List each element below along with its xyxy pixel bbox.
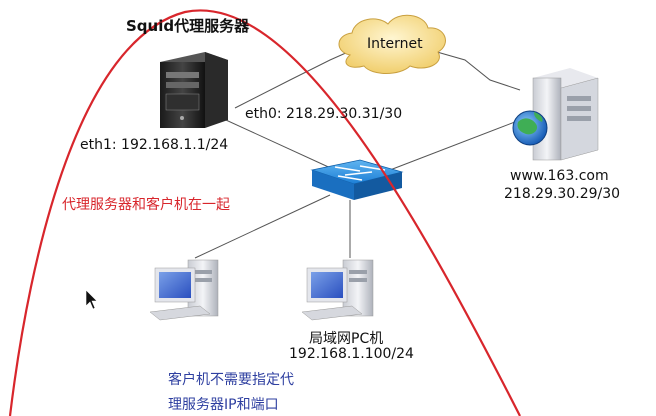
web-server-ip: 218.29.30.29/30	[504, 186, 621, 202]
proxy-eth0-label: eth0: 218.29.30.31/30	[245, 106, 403, 122]
lan-pc-label: 局域网PC机	[309, 331, 384, 347]
pc-icon	[301, 259, 374, 321]
note-client-no-config-line2: 理服务器IP和端口	[168, 397, 279, 413]
note-proxy-and-client-together: 代理服务器和客户机在一起	[62, 197, 230, 213]
note-client-no-config-line1: 客户机不需要指定代	[168, 372, 294, 388]
annotation-curve	[8, 9, 521, 416]
link-proxy-switch	[214, 114, 336, 171]
network-links	[194, 49, 521, 259]
lan-pc-ip: 192.168.1.100/24	[289, 346, 414, 362]
web-server-host: www.163.com	[510, 168, 609, 184]
link-proxy-internet	[234, 51, 349, 109]
mouse-cursor-icon	[85, 289, 98, 310]
link-internet-webserver	[429, 49, 521, 91]
proxy-eth1-label: eth1: 192.168.1.1/24	[80, 137, 229, 153]
link-switch-pc-left	[194, 194, 331, 259]
cloud-icon	[338, 14, 446, 74]
pc-icon	[149, 259, 219, 321]
server-tower-icon	[160, 52, 228, 128]
link-switch-webserver	[389, 119, 521, 171]
internet-label: Internet	[367, 36, 423, 52]
proxy-server-title: Squid代理服务器	[126, 17, 250, 35]
web-server-globe-icon	[512, 68, 599, 161]
network-switch-icon	[310, 159, 404, 200]
